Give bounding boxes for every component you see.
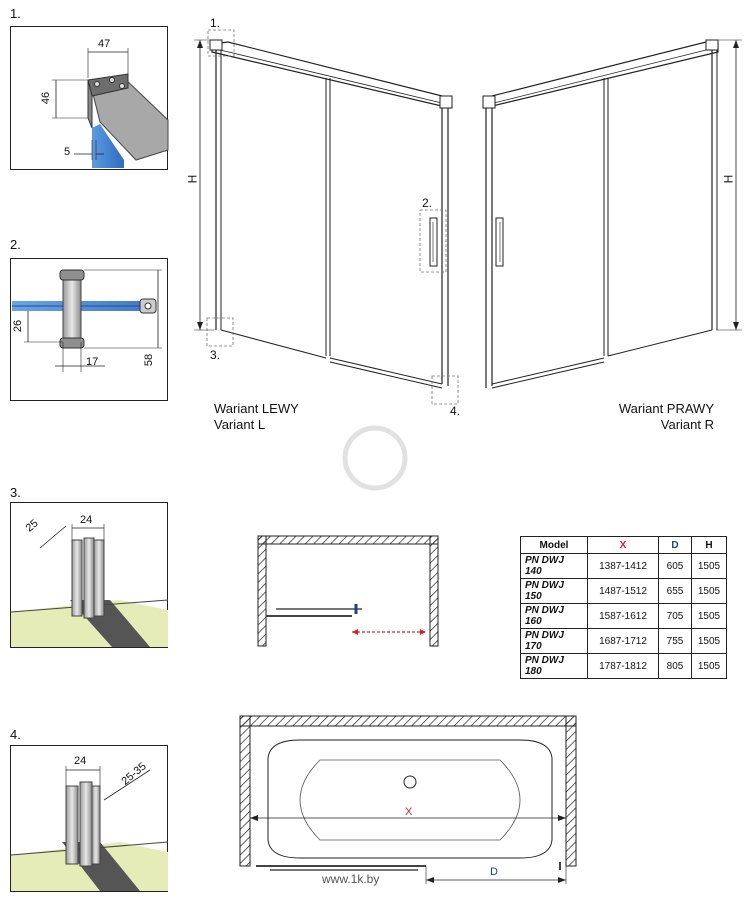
- table-cell: 1487-1512: [587, 578, 659, 604]
- table-cell: 1505: [691, 653, 727, 679]
- detail-number-2: 2.: [10, 237, 21, 252]
- height-label-left: H: [185, 174, 200, 184]
- header-model: Model: [520, 536, 588, 554]
- table-header-row: Model X D H: [520, 536, 727, 554]
- table-cell-model: PN DWJ 170: [520, 628, 588, 654]
- watermark-logo: [342, 425, 408, 491]
- detail-number-3: 3.: [10, 485, 21, 500]
- detail-number-1: 1.: [10, 6, 21, 21]
- detail-3-drawing: [10, 524, 169, 647]
- detail-2-width-label: 17: [86, 356, 99, 368]
- callout-1: 1.: [210, 16, 221, 30]
- table-cell: 1505: [691, 578, 727, 604]
- table-cell: 1505: [691, 603, 727, 629]
- callout-3: 3.: [210, 348, 221, 362]
- variant-right-caption: Wariant PRAWY: [618, 401, 714, 416]
- elevation-right-variant: [482, 39, 742, 389]
- callout-2: 2.: [422, 196, 433, 210]
- detail-4-width-label: 24: [74, 755, 87, 767]
- variant-left-caption: Wariant LEWY: [214, 401, 299, 416]
- detail-2-offset-label: 26: [12, 319, 25, 333]
- table-cell: 705: [658, 603, 692, 629]
- table-cell-model: PN DWJ 160: [520, 603, 588, 629]
- detail-1-glass-label: 5: [64, 146, 71, 158]
- header-h: H: [691, 536, 727, 554]
- watermark-url: www.1k.by: [322, 872, 380, 886]
- detail-1-width-label: 47: [98, 38, 111, 50]
- table-cell: 1505: [691, 553, 727, 579]
- detail-2-height-label: 58: [143, 353, 156, 367]
- plan-view-enclosure: [257, 535, 439, 647]
- table-cell: 755: [658, 628, 692, 654]
- elevation-left-variant: [194, 29, 459, 405]
- table-cell: 1387-1412: [587, 553, 659, 579]
- table-cell: 1587-1612: [587, 603, 659, 629]
- plan-view-bathtub: [239, 715, 577, 884]
- callout-4: 4.: [450, 404, 461, 418]
- table-cell-model: PN DWJ 150: [520, 578, 588, 604]
- table-cell: 805: [658, 653, 692, 679]
- detail-2-drawing: [12, 269, 162, 372]
- detail-3-width-label: 24: [80, 514, 93, 526]
- detail-4-drawing: [10, 766, 169, 891]
- plan-d-label: D: [490, 866, 498, 878]
- detail-number-4: 4.: [10, 727, 21, 742]
- variant-left-subcaption: Variant L: [214, 417, 266, 432]
- table-cell-model: PN DWJ 180: [520, 653, 588, 679]
- header-d: D: [658, 536, 692, 554]
- table-cell: 1505: [691, 628, 727, 654]
- height-label-right: H: [721, 174, 736, 184]
- table-cell: 605: [658, 553, 692, 579]
- header-x: X: [587, 536, 659, 554]
- detail-2-panel: [10, 258, 168, 401]
- table-cell: 1687-1712: [587, 628, 659, 654]
- table-cell-model: PN DWJ 140: [520, 553, 588, 579]
- detail-1-drawing: [52, 48, 169, 168]
- table-cell: 655: [658, 578, 692, 604]
- plan-x-label: X: [405, 806, 413, 818]
- detail-1-height-label: 46: [40, 91, 53, 105]
- variant-right-subcaption: Variant R: [660, 417, 714, 432]
- table-cell: 1787-1812: [587, 653, 659, 679]
